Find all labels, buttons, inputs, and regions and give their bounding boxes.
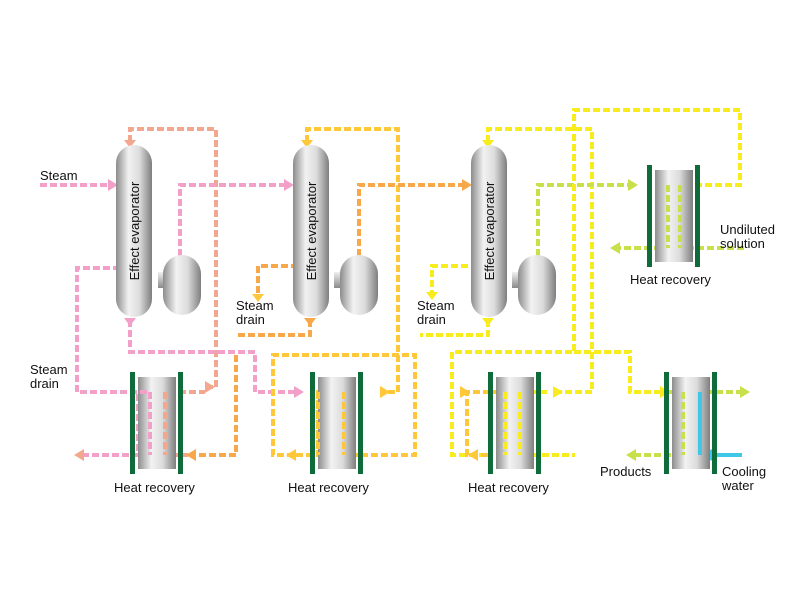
hx3-arrow-a-icon [553,386,563,398]
hx2-in-arrow-icon [294,386,304,398]
steam-drain-right-label-line1: Steam [417,298,455,313]
evap2-top-loop-pipe [305,127,400,394]
evaporator-3-label: Effect evaporator [482,181,497,280]
evaporator-2: Effect evaporator [293,145,378,317]
evap1-vapor-pipe [178,183,285,256]
top-hx-in-arrow-icon [628,179,638,191]
evap3-drain-pipe [430,264,478,295]
steam-drain-left-label-line2: drain [30,376,59,391]
outer-loop-pipe [450,108,742,457]
hx3-in-arrow-icon [460,386,470,398]
evaporator-2-label: Effect evaporator [304,181,319,280]
heat-recovery-top [647,165,700,267]
evap3-vapor-pipe [536,183,628,256]
steam-drain-mid-label-line1: Steam [236,298,274,313]
hx2-arrow-a-icon [380,386,390,398]
evap2-vapor-pipe [357,183,468,256]
evaporator-3: Effect evaporator [471,145,556,317]
heat-recovery-top-label: Heat recovery [630,272,711,287]
products-hx-right-arrow-icon [740,386,750,398]
steam-drain-left-label-line1: Steam [30,362,68,377]
hx1-arrow-a-icon [205,381,215,393]
undiluted-label-line1: Undiluted [720,222,775,237]
hx3-arrow-b-icon [468,449,478,461]
hx2-arrow-b-icon [286,449,296,461]
to-products-pipe [574,350,668,394]
undiluted-label-line2: solution [720,236,765,251]
top-hx-out-arrow-icon [610,242,620,254]
heat-recovery-2 [310,372,363,474]
evap2-drain-pipe [256,264,298,298]
cooling-water-label-line2: water [721,478,754,493]
hx1-return-pipe [188,355,238,457]
products-cooler [664,372,717,474]
evap1-bottom-pipe [128,320,295,394]
heat-recovery-1 [130,372,183,474]
cooling-water-label-line1: Cooling [722,464,766,479]
hx1-arrow-b-icon [186,449,196,461]
heat-recovery-3 [488,372,541,474]
evaporator-1: Effect evaporator [116,145,201,317]
evap1-bottom-arrow-icon [124,318,136,326]
evap1-top-arrow-icon [124,140,136,148]
steam-label: Steam [40,168,78,183]
products-out-arrow-icon [626,449,636,461]
evap3-top-arrow-icon [482,140,494,148]
evap1-drain-pipe [75,266,140,457]
vapor1-arrow-icon [284,179,294,191]
products-label: Products [600,464,652,479]
drain2-arrow-icon [252,294,264,302]
evap3-bottom-arrow-icon [482,318,494,326]
drain1-out-arrow-icon [74,449,84,461]
steam-arrow-icon [108,179,118,191]
heat-recovery-3-label: Heat recovery [468,480,549,495]
vapor2-arrow-icon [462,179,472,191]
steam-drain-mid-label-line2: drain [236,312,265,327]
evap2-top-arrow-icon [301,140,313,148]
exchanger-inner-pipes [140,185,685,455]
heat-recovery-1-label: Heat recovery [114,480,195,495]
steam-drain-right-label-line2: drain [417,312,446,327]
heat-recovery-2-label: Heat recovery [288,480,369,495]
drain3-arrow-icon [426,292,438,300]
evap3-top-loop-pipe [486,127,594,394]
evaporator-1-label: Effect evaporator [127,181,142,280]
evap2-bottom-arrow-icon [304,318,316,326]
